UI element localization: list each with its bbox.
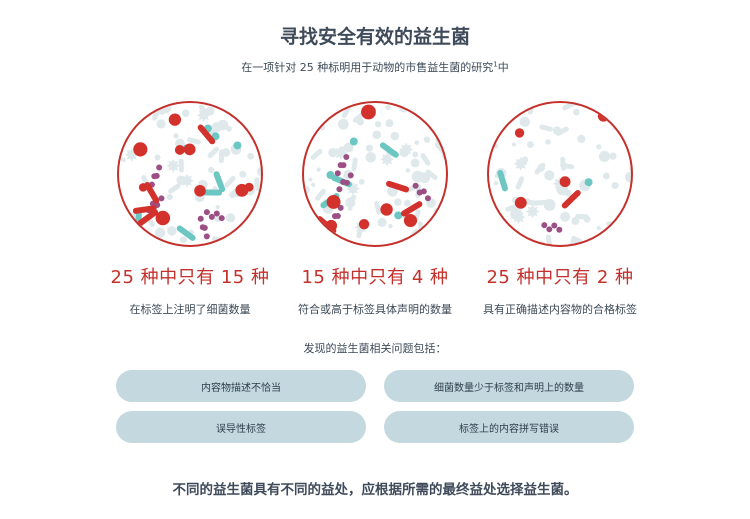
finding-stat: 15 种中只有 4 种 xyxy=(301,267,449,288)
finding-2: 15 种中只有 4 种 符合或高于标签具体声明的数量 xyxy=(265,98,485,317)
issue-pill: 标签上的内容拼写错误 xyxy=(384,411,634,443)
footer-note: 不同的益生菌具有不同的益处，应根据所需的最终益处选择益生菌。 xyxy=(172,482,578,498)
finding-desc: 符合或高于标签具体声明的数量 xyxy=(298,303,452,316)
finding-stat: 25 种中只有 15 种 xyxy=(110,267,270,288)
bacteria-circle-1 xyxy=(117,101,263,247)
finding-desc: 在标签上注明了细菌数量 xyxy=(129,303,251,316)
bacteria-circle-3 xyxy=(487,101,633,247)
finding-desc: 具有正确描述内容物的合格标签 xyxy=(483,303,637,316)
page-title: 寻找安全有效的益生菌 xyxy=(279,26,470,48)
finding-stat: 25 种中只有 2 种 xyxy=(486,267,634,288)
finding-3: 25 种中只有 2 种 具有正确描述内容物的合格标签 xyxy=(450,98,670,317)
bacteria-circle-2 xyxy=(302,101,448,247)
issue-pill: 误导性标签 xyxy=(116,411,366,443)
issue-pill: 细菌数量少于标签和声明上的数量 xyxy=(384,370,634,402)
footnote-ref: 1 xyxy=(493,60,498,69)
issue-pill: 内容物描述不恰当 xyxy=(116,370,366,402)
issues-heading: 发现的益生菌相关问题包括： xyxy=(303,342,447,355)
finding-1: 25 种中只有 15 种 在标签上注明了细菌数量 xyxy=(80,98,300,317)
page-subtitle: 在一项针对 25 种标明用于动物的市售益生菌的研究1中 xyxy=(241,60,509,74)
